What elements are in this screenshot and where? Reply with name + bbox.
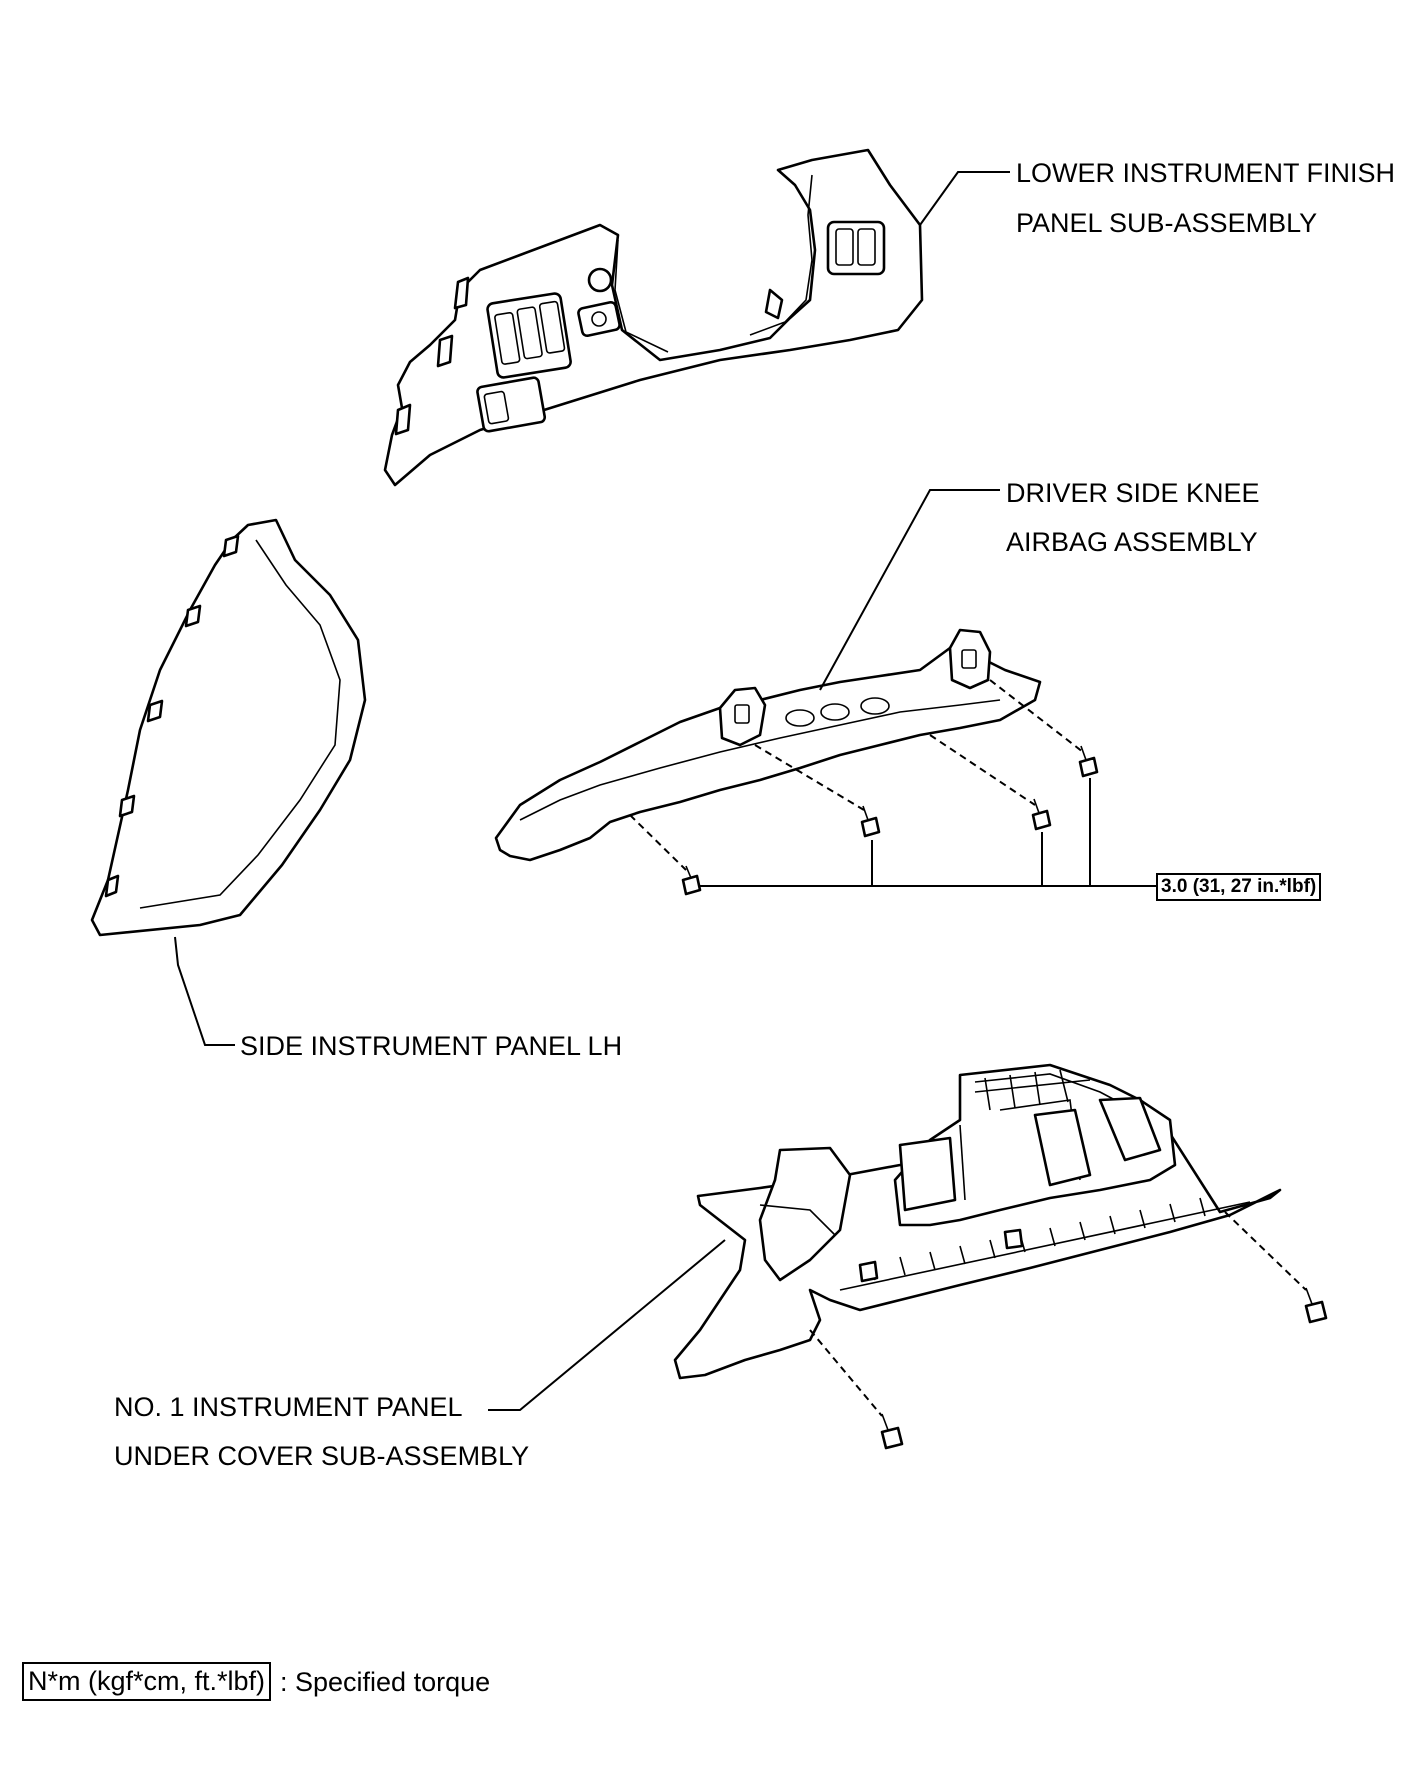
bolt-icon — [1031, 798, 1052, 831]
label-knee-airbag-line2: AIRBAG ASSEMBLY — [1006, 527, 1258, 557]
leader-side-panel — [174, 936, 235, 1046]
bolt-icon — [1304, 1287, 1328, 1324]
label-lower-panel-line1: LOWER INSTRUMENT FINISH — [1016, 158, 1396, 188]
legend-description: : Specified torque — [280, 1667, 491, 1697]
leader-under-cover — [488, 1239, 726, 1411]
label-knee-airbag-line1: DRIVER SIDE KNEE — [1006, 478, 1260, 508]
label-lower-panel-line2: PANEL SUB-ASSEMBLY — [1016, 208, 1318, 238]
driver-side-knee-airbag — [494, 628, 1099, 896]
label-under-cover-line1: NO. 1 INSTRUMENT PANEL — [114, 1392, 463, 1422]
label-under-cover-line2: UNDER COVER SUB-ASSEMBLY — [114, 1441, 530, 1471]
torque-spec-box: 3.0 (31, 27 in.*lbf) — [1156, 873, 1322, 901]
side-instrument-panel-lh — [90, 518, 367, 937]
bolt-icon — [860, 805, 881, 838]
under-cover-sub-assembly — [673, 1063, 1328, 1450]
leader-lower-panel — [919, 171, 1010, 226]
label-side-panel: SIDE INSTRUMENT PANEL LH — [240, 1031, 623, 1061]
legend-unit-box: N*m (kgf*cm, ft.*lbf) — [22, 1662, 272, 1701]
lower-instrument-finish-panel — [383, 148, 924, 487]
bolt-icon — [1078, 745, 1099, 778]
bolt-icon — [880, 1413, 904, 1450]
torque-leader — [700, 778, 1156, 887]
bolt-icon — [681, 865, 702, 896]
leader-knee-airbag — [819, 489, 1000, 691]
